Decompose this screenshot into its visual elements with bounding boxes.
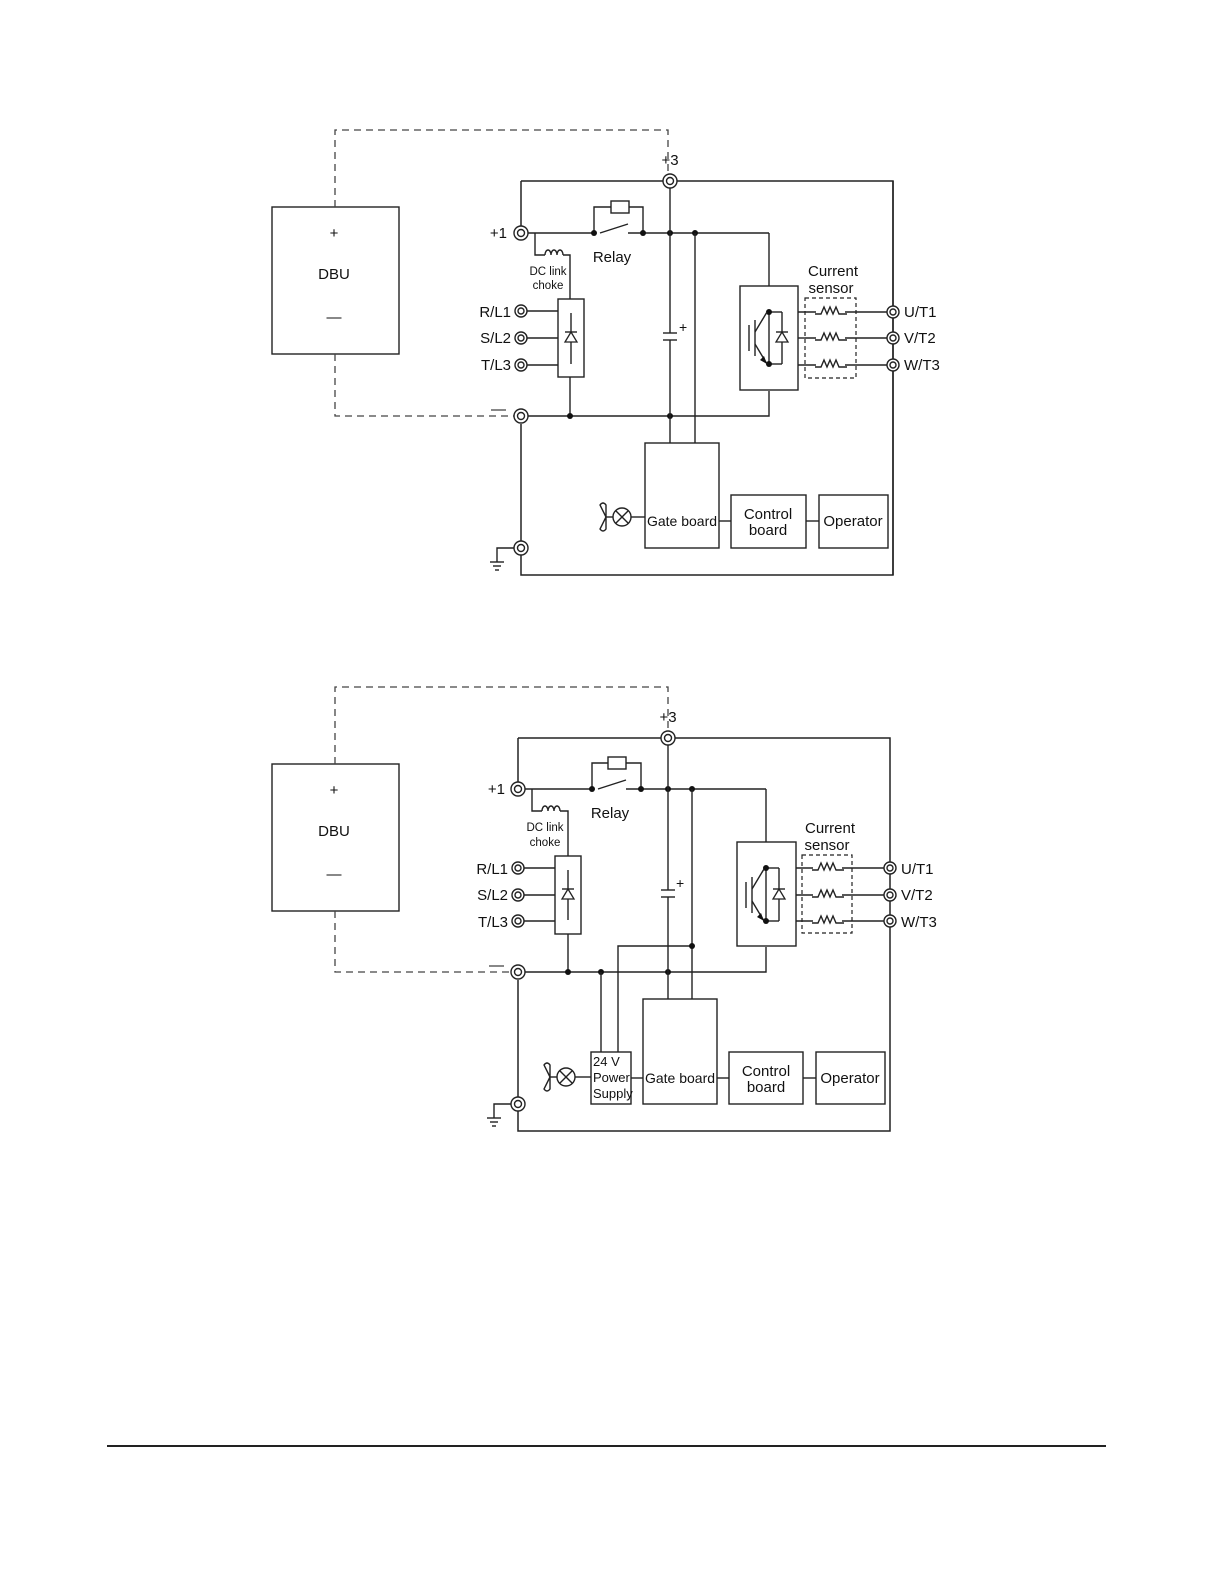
terminal-label-p1: +1 bbox=[490, 225, 507, 242]
current-sensor-label-1: Current bbox=[808, 263, 859, 280]
terminal-label-v: V/T2 bbox=[904, 330, 936, 347]
diagram-2: + DBU — +3 +1 Relay DC link choke bbox=[272, 687, 937, 1131]
control-board-label-1: Control bbox=[744, 506, 792, 523]
terminal-label-v: V/T2 bbox=[901, 887, 933, 904]
gate-board-label: Gate board bbox=[645, 1070, 715, 1086]
footer-rule bbox=[107, 1445, 1106, 1447]
gate-board bbox=[643, 999, 717, 1104]
terminal-label-u: U/T1 bbox=[904, 304, 937, 321]
dbu-plus-label: + bbox=[330, 782, 339, 799]
terminal-label-u: U/T1 bbox=[901, 861, 934, 878]
terminal-label-t: T/L3 bbox=[478, 914, 508, 931]
control-board-label-2: board bbox=[747, 1079, 785, 1096]
terminal-label-p3: +3 bbox=[659, 709, 676, 726]
relay-label: Relay bbox=[593, 249, 632, 266]
control-board-label-1: Control bbox=[742, 1063, 790, 1080]
ground-icon bbox=[487, 1104, 511, 1126]
terminal-label-w: W/T3 bbox=[901, 914, 937, 931]
dbu-positive-link bbox=[335, 687, 668, 764]
relay-contact bbox=[598, 780, 626, 789]
gate-board bbox=[645, 443, 719, 548]
dbu-positive-link bbox=[335, 130, 668, 207]
terminal-label-s: S/L2 bbox=[480, 330, 511, 347]
dbu-label: DBU bbox=[318, 266, 350, 283]
choke-label-1: DC link bbox=[529, 266, 566, 278]
capacitor-plus-label: + bbox=[676, 875, 684, 891]
cooling-fan-icon bbox=[544, 1063, 591, 1091]
terminal-label-r: R/L1 bbox=[476, 861, 508, 878]
choke-label-2: choke bbox=[533, 280, 564, 292]
choke-label-1: DC link bbox=[526, 822, 563, 834]
current-sensor-label-2: sensor bbox=[808, 280, 853, 297]
precharge-resistor bbox=[608, 757, 626, 769]
cooling-fan-icon bbox=[600, 503, 645, 531]
terminal-label-p1: +1 bbox=[488, 781, 505, 798]
relay-label: Relay bbox=[591, 805, 630, 822]
precharge-resistor bbox=[611, 201, 629, 213]
terminal-label-p3: +3 bbox=[661, 152, 678, 169]
current-sensor-label-2: sensor bbox=[804, 837, 849, 854]
choke-label-2: choke bbox=[530, 837, 561, 849]
dc-link-choke bbox=[545, 250, 563, 255]
ground-icon bbox=[490, 548, 514, 570]
operator-label: Operator bbox=[823, 513, 882, 530]
dbu-minus-label: — bbox=[327, 309, 342, 326]
capacitor-plus-label: + bbox=[679, 319, 687, 335]
dbu-plus-label: + bbox=[330, 225, 339, 242]
terminal-label-s: S/L2 bbox=[477, 887, 508, 904]
terminal-label-w: W/T3 bbox=[904, 357, 940, 374]
dc-link-choke bbox=[542, 806, 560, 811]
operator-label: Operator bbox=[820, 1070, 879, 1087]
relay-contact bbox=[600, 224, 628, 233]
terminal-label-r: R/L1 bbox=[479, 304, 511, 321]
control-board-label-2: board bbox=[749, 522, 787, 539]
terminal-label-neg: — bbox=[491, 401, 506, 418]
power-supply-label-3: Supply bbox=[593, 1086, 633, 1101]
terminal-label-t: T/L3 bbox=[481, 357, 511, 374]
dbu-minus-label: — bbox=[327, 866, 342, 883]
power-supply-label-2: Power bbox=[593, 1070, 631, 1085]
power-supply-label-1: 24 V bbox=[593, 1054, 620, 1069]
terminal-label-neg: — bbox=[489, 957, 504, 974]
dbu-label: DBU bbox=[318, 823, 350, 840]
diagram-1: + DBU — +3 +1 Relay D bbox=[272, 130, 940, 575]
gate-board-label: Gate board bbox=[647, 513, 717, 529]
current-sensor-label-1: Current bbox=[805, 820, 856, 837]
